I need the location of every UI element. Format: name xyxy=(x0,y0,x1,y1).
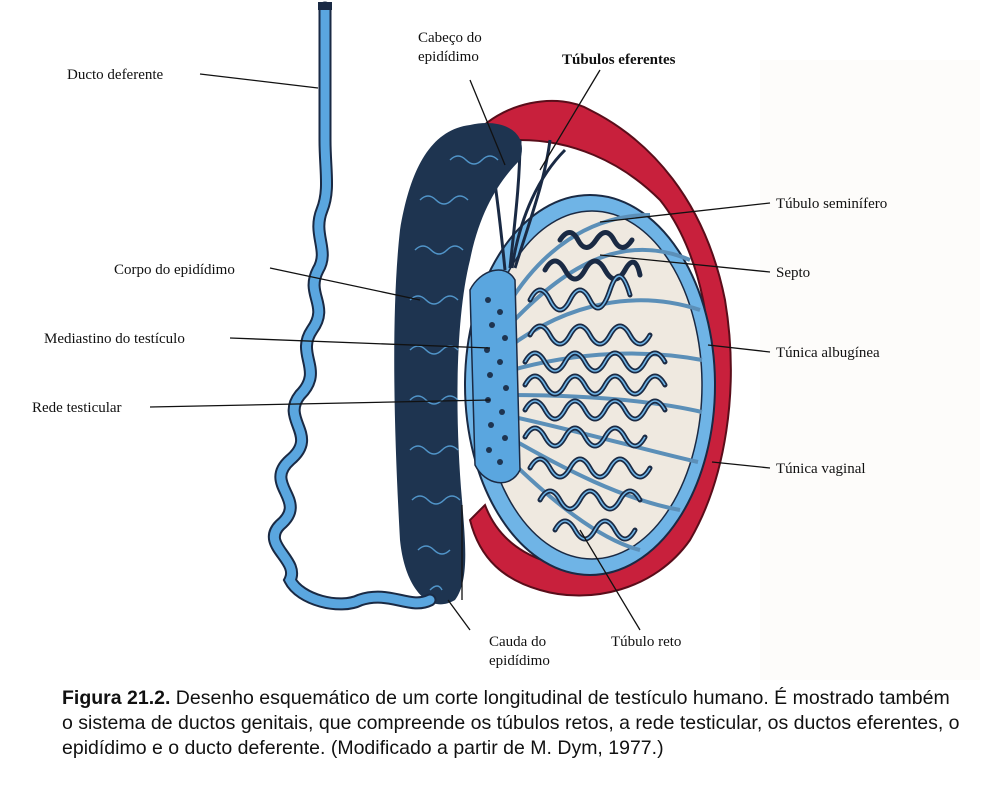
label-cauda-line2: epidídimo xyxy=(489,653,550,669)
label-tubulos-eferentes: Túbulos eferentes xyxy=(562,52,676,68)
label-septo: Septo xyxy=(776,265,810,281)
caption-figure-label: Figura 21.2. xyxy=(62,687,170,709)
label-cabeca-line2: epidídimo xyxy=(418,49,479,65)
caption-text: Desenho esquemático de um corte longitud… xyxy=(62,687,960,759)
label-ducto-deferente: Ducto deferente xyxy=(67,67,164,83)
label-tubulo-reto: Túbulo reto xyxy=(611,634,681,650)
label-mediastino: Mediastino do testículo xyxy=(44,331,185,347)
background-bleed-text xyxy=(760,60,980,680)
label-rede-testicular: Rede testicular xyxy=(32,400,122,416)
label-tubulo-seminifero: Túbulo seminífero xyxy=(776,196,887,212)
label-cauda-line1: Cauda do xyxy=(489,634,546,650)
label-corpo-epididimo: Corpo do epidídimo xyxy=(114,262,235,278)
label-cabeca-line1: Cabeço do xyxy=(418,30,482,46)
label-tunica-albuginea: Túnica albugínea xyxy=(776,345,880,361)
label-tunica-vaginal: Túnica vaginal xyxy=(776,461,866,477)
ductus-cut-end xyxy=(318,2,332,10)
mediastinum-rete xyxy=(470,270,520,483)
figure-caption: Figura 21.2. Desenho esquemático de um c… xyxy=(62,686,962,761)
